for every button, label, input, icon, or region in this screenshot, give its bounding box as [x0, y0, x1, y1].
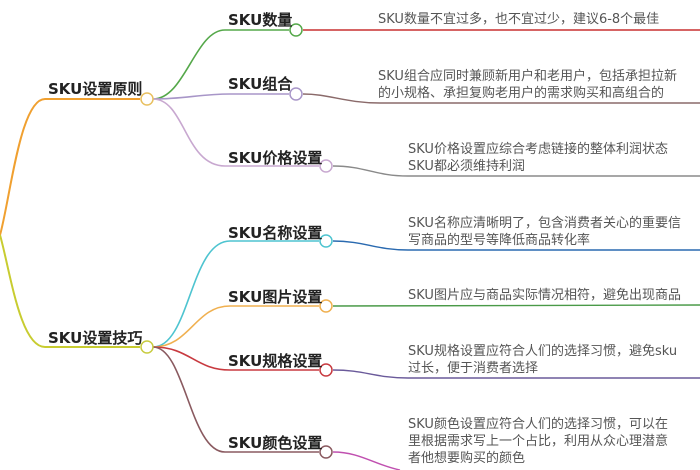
description-color: SKU颜色设置应符合人们的选择习惯，可以在 里根据需求写上一个占比，利用从众心理… — [408, 416, 668, 467]
connector-root-principles — [0, 98, 140, 236]
connector-quantity — [152, 29, 289, 100]
node-label-combination[interactable]: SKU组合 — [228, 75, 293, 93]
branch-label-principles[interactable]: SKU设置原则 — [48, 80, 143, 98]
description-line: SKU规格设置应符合人们的选择习惯，避免sku — [408, 344, 678, 359]
description-price: SKU价格设置应综合考虑链接的整体利润状态 SKU都必须维持利润 — [408, 141, 668, 175]
node-label-price[interactable]: SKU价格设置 — [228, 149, 323, 167]
connector-image — [152, 305, 319, 348]
node-circle-spec[interactable] — [319, 363, 333, 377]
description-line: 过长，便于消费者选择 — [408, 361, 539, 376]
description-line: SKU名称应清晰明了，包含消费者关心的重要信 — [408, 216, 681, 231]
connector-root-techniques — [0, 234, 140, 348]
node-label-image[interactable]: SKU图片设置 — [228, 288, 323, 306]
desc-line-color — [332, 451, 401, 470]
description-line: 写商品的型号等降低商品转化率 — [408, 233, 591, 248]
node-circle-combination[interactable] — [289, 87, 303, 101]
description-line: SKU图片应与商品实际情况相符，避免出现商品 — [408, 288, 681, 303]
node-label-spec[interactable]: SKU规格设置 — [228, 352, 323, 370]
node-circle-principles[interactable] — [140, 92, 154, 106]
description-line: SKU组合应同时兼顾新用户和老用户，包括承担拉新 — [378, 69, 677, 84]
node-circle-price[interactable] — [319, 159, 333, 173]
connector-color — [152, 346, 319, 453]
description-combination: SKU组合应同时兼顾新用户和老用户，包括承担拉新 的小规格、承担复购老用户的需求… — [378, 68, 677, 102]
connector-price — [152, 98, 319, 167]
description-line: 的小规格、承担复购老用户的需求购买和高组合的 — [378, 86, 665, 101]
description-name: SKU名称应清晰明了，包含消费者关心的重要信 写商品的型号等降低商品转化率 — [408, 215, 681, 249]
description-line: SKU价格设置应综合考虑链接的整体利润状态 — [408, 142, 668, 157]
node-circle-quantity[interactable] — [289, 23, 303, 37]
description-line: SKU都必须维持利润 — [408, 159, 525, 174]
node-circle-color[interactable] — [319, 445, 333, 459]
description-quantity: SKU数量不宜过多，也不宜过少，建议6-8个最佳 — [378, 11, 659, 28]
node-circle-name[interactable] — [319, 234, 333, 248]
description-image: SKU图片应与商品实际情况相符，避免出现商品 — [408, 287, 681, 304]
node-label-color[interactable]: SKU颜色设置 — [228, 434, 323, 452]
node-label-name[interactable]: SKU名称设置 — [228, 224, 323, 242]
description-line: SKU数量不宜过多，也不宜过少，建议6-8个最佳 — [378, 12, 660, 27]
description-spec: SKU规格设置应符合人们的选择习惯，避免sku 过长，便于消费者选择 — [408, 343, 677, 377]
connector-spec — [152, 346, 319, 371]
desc-line-combination — [302, 93, 700, 104]
node-label-quantity[interactable]: SKU数量 — [228, 11, 293, 29]
connector-name — [152, 240, 319, 348]
description-line: 者他想要购买的颜色 — [408, 451, 526, 466]
branch-label-techniques[interactable]: SKU设置技巧 — [48, 329, 143, 347]
desc-line-image — [332, 304, 700, 307]
node-circle-image[interactable] — [319, 299, 333, 313]
desc-line-spec — [332, 369, 700, 379]
node-circle-techniques[interactable] — [140, 340, 154, 354]
description-line: SKU颜色设置应符合人们的选择习惯，可以在 — [408, 417, 668, 432]
description-line: 里根据需求写上一个占比，利用从众心理潜意 — [408, 434, 669, 449]
desc-line-price — [332, 165, 700, 177]
desc-line-name — [332, 240, 700, 251]
connector-combination — [152, 93, 289, 100]
